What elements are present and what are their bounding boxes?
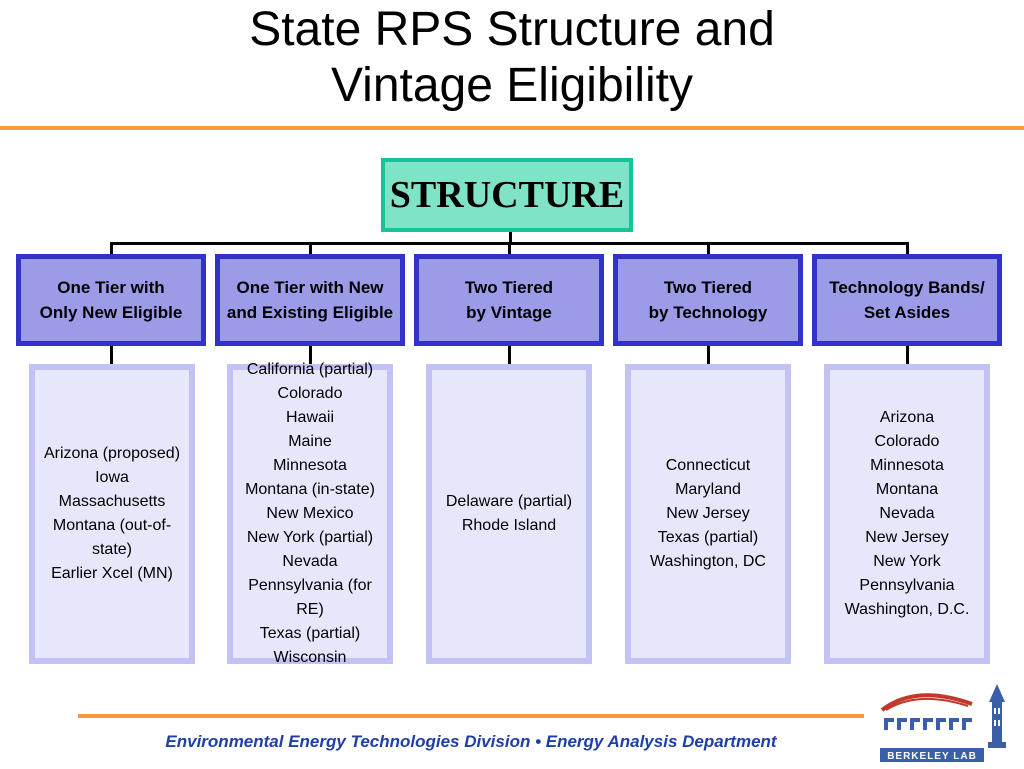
state-list-two-tiered-vintage: Delaware (partial) Rhode Island bbox=[426, 364, 592, 664]
drop-connector-5 bbox=[906, 346, 909, 364]
berkeley-lab-logo: BERKELEY LAB bbox=[876, 680, 1016, 764]
berkeley-lab-logo-icon: BERKELEY LAB bbox=[880, 684, 1006, 762]
drop-connector-1 bbox=[110, 346, 113, 364]
drop-connector-4 bbox=[707, 346, 710, 364]
logo-wordmark: BERKELEY LAB bbox=[887, 751, 977, 762]
footer-divider bbox=[78, 714, 864, 718]
branch-connector-4 bbox=[707, 242, 710, 254]
branch-connector-5 bbox=[906, 242, 909, 254]
state-list-technology-bands: Arizona Colorado Minnesota Montana Nevad… bbox=[824, 364, 990, 664]
category-box-one-tier-new: One Tier with Only New Eligible bbox=[16, 254, 206, 346]
title-divider bbox=[0, 126, 1024, 130]
drop-connector-2 bbox=[309, 346, 312, 364]
branch-connector-2 bbox=[309, 242, 312, 254]
branch-connector-1 bbox=[110, 242, 113, 254]
category-box-two-tiered-technology: Two Tiered by Technology bbox=[613, 254, 803, 346]
state-list-one-tier-new: Arizona (proposed) Iowa Massachusetts Mo… bbox=[29, 364, 195, 664]
slide-title: State RPS Structure and Vintage Eligibil… bbox=[0, 2, 1024, 114]
category-box-technology-bands: Technology Bands/ Set Asides bbox=[812, 254, 1002, 346]
state-list-one-tier-new-existing: California (partial) Colorado Hawaii Mai… bbox=[227, 361, 393, 666]
category-box-one-tier-new-existing: One Tier with New and Existing Eligible bbox=[215, 254, 405, 346]
branch-connector-3 bbox=[508, 242, 511, 254]
state-list-two-tiered-technology: Connecticut Maryland New Jersey Texas (p… bbox=[625, 364, 791, 664]
slide-title-line-2: Vintage Eligibility bbox=[331, 59, 693, 112]
slide-title-line-1: State RPS Structure and bbox=[249, 3, 775, 56]
footer-department-text: Environmental Energy Technologies Divisi… bbox=[165, 732, 777, 751]
drop-connector-3 bbox=[508, 346, 511, 364]
structure-root-box: STRUCTURE bbox=[381, 158, 633, 232]
category-box-two-tiered-vintage: Two Tiered by Vintage bbox=[414, 254, 604, 346]
root-connector bbox=[509, 232, 512, 244]
